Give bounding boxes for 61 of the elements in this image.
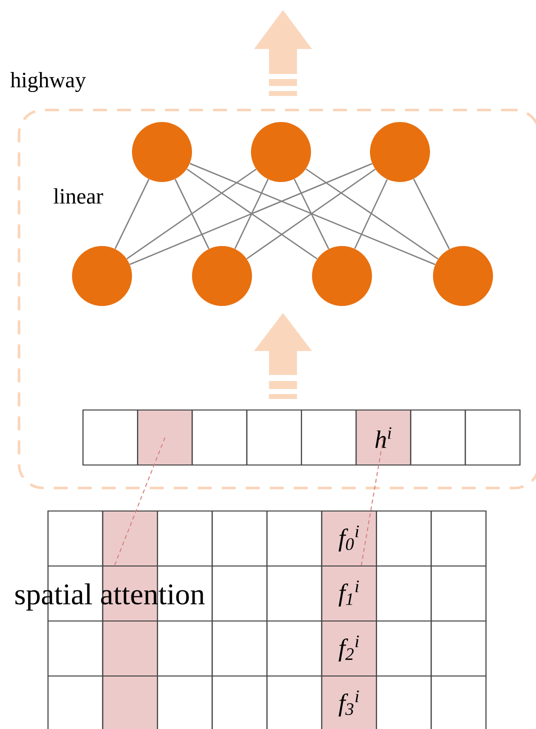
grid-cell: [266, 510, 322, 567]
grid-cell: [266, 620, 322, 677]
vector-cell: [192, 409, 248, 466]
grid-cell: [430, 510, 487, 567]
vector-cell: [300, 409, 357, 466]
grid-cell: [212, 620, 268, 677]
neuron-circle: [251, 122, 311, 182]
connection-line: [174, 178, 210, 250]
grid-cell: [376, 675, 432, 729]
grid-cell: [102, 510, 158, 567]
grid-cell: f$_{1}$i: [321, 565, 378, 622]
grid-cell: [156, 510, 213, 567]
neuron-circle: [370, 122, 430, 182]
connection-line: [186, 168, 318, 260]
grid-cell: f$_{2}$i: [321, 620, 378, 677]
connection-line: [306, 168, 438, 260]
layer-label: linear: [54, 188, 104, 204]
grid-cell: [266, 565, 322, 622]
connection-line: [126, 168, 257, 260]
grid-cell: [102, 620, 158, 677]
grid-cell: [47, 510, 104, 567]
neuron-circle: [433, 246, 493, 306]
grid-cell: [102, 675, 158, 729]
neuron-circle: [72, 246, 132, 306]
grid-cell: [266, 675, 322, 729]
neuron-circle: [132, 122, 192, 182]
dashed-link: [114, 437, 166, 568]
grid-cell: f$_{0}$i: [321, 510, 378, 567]
grid-cell: [430, 565, 487, 622]
grid-cell: [212, 510, 268, 567]
vector-cell: [464, 409, 521, 466]
connection-line: [413, 178, 450, 250]
connection-line: [234, 179, 269, 250]
vector-cell: [82, 409, 138, 466]
connection-line: [130, 163, 372, 265]
vector-cell: [137, 409, 193, 466]
grid-cell: [212, 675, 268, 729]
grid-cell: [376, 510, 432, 567]
dashed-link: [360, 437, 384, 568]
grid-cell: [376, 565, 432, 622]
grid-cell: [376, 620, 432, 677]
grid-cell: f$_{3}$i: [321, 675, 378, 729]
connection-line: [354, 179, 388, 249]
grid-cell: [47, 675, 104, 729]
neuron-circle: [312, 246, 372, 306]
vector-cell: h$^{i}$: [356, 409, 412, 466]
connection-line: [114, 178, 150, 250]
grid-cell: [156, 675, 213, 729]
grid-cell: [430, 620, 487, 677]
vector-cell: [246, 409, 302, 466]
grid-cell: [212, 565, 268, 622]
neuron-circle: [192, 246, 252, 306]
connection-line: [294, 178, 330, 250]
connection-line: [190, 162, 436, 266]
node-label: f$_{3}$i: [338, 690, 359, 716]
grid-cell: [47, 620, 104, 677]
grid-cell: [156, 620, 213, 677]
group-heading: highway: [10, 72, 86, 92]
connection-line: [246, 168, 376, 260]
vector-cell: [410, 409, 466, 466]
grid-cell: [430, 675, 487, 729]
